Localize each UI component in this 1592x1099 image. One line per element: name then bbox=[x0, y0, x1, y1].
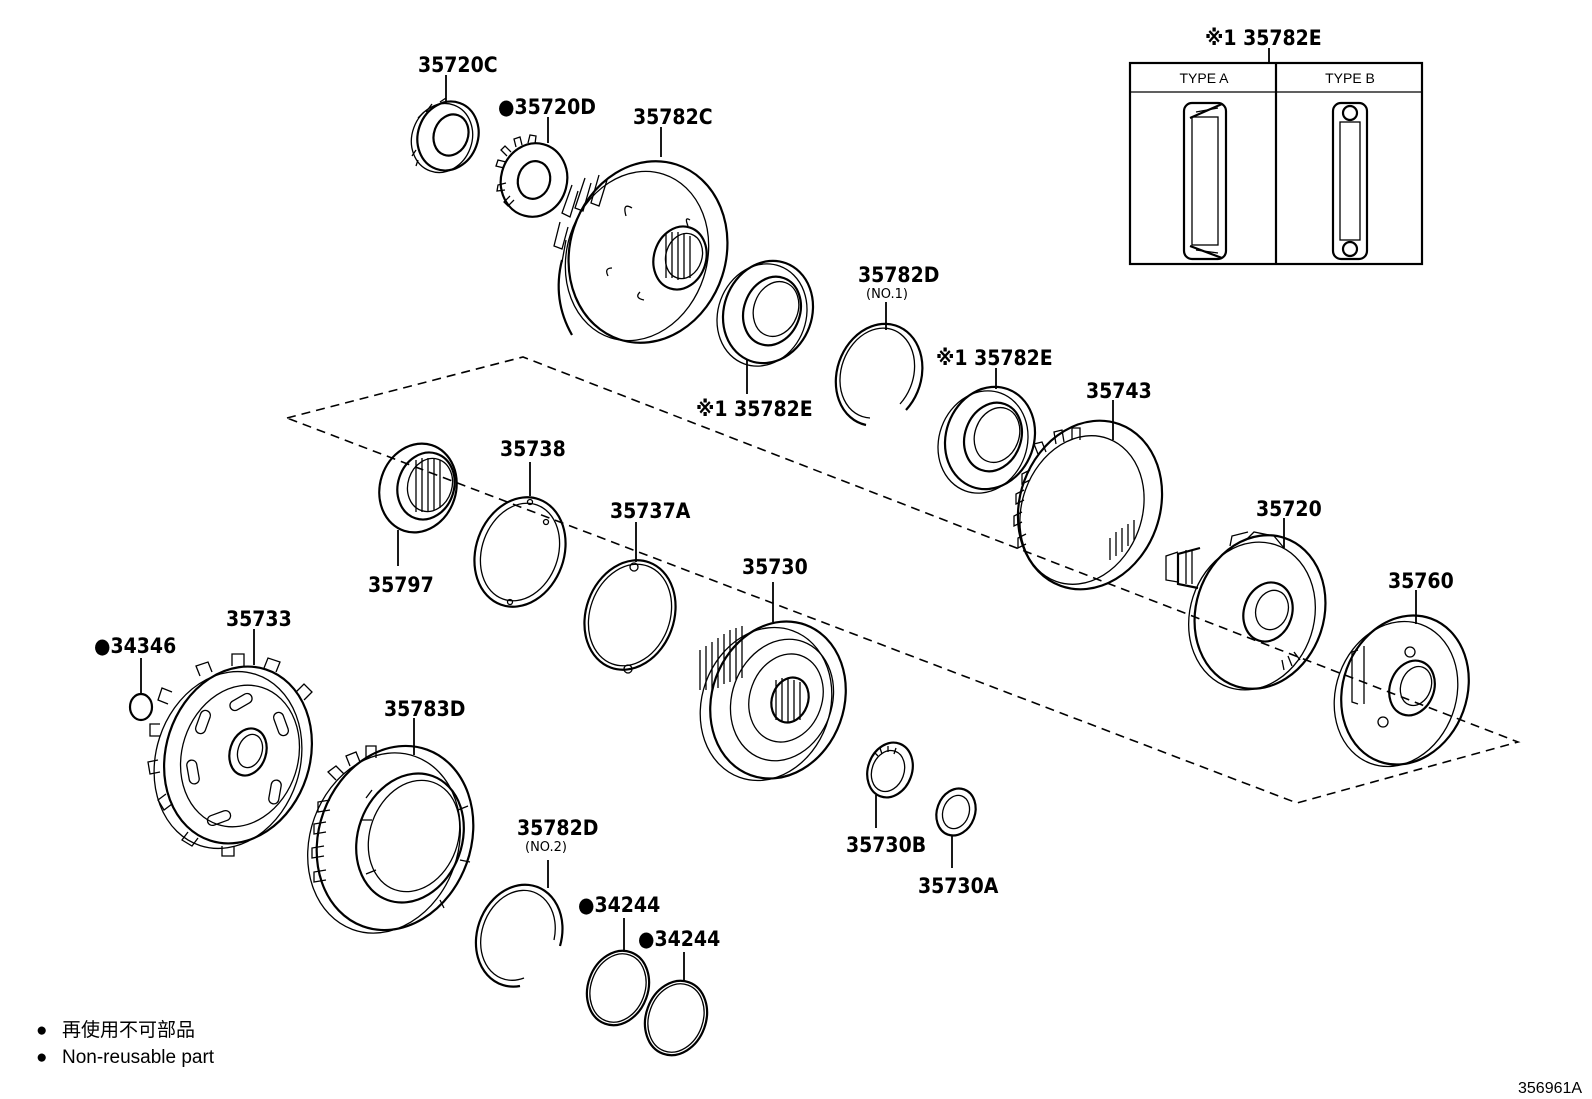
label-35782D-no1: 35782D bbox=[858, 263, 939, 287]
legend-bullet-jp: ● bbox=[36, 1020, 47, 1041]
part-35730A: 35730A bbox=[918, 787, 999, 898]
label-35782E-right: ※1 35782E bbox=[936, 346, 1053, 370]
part-35782E-left: ※1 35782E bbox=[696, 259, 815, 421]
part-34244-b: ●34244 bbox=[638, 927, 720, 1057]
diagram-id: 356961A bbox=[1518, 1080, 1582, 1097]
part-35782D-no1: 35782D (NO.1) bbox=[834, 263, 939, 427]
label-35730A: 35730A bbox=[918, 874, 999, 898]
label-34244-a: ●34244 bbox=[578, 893, 660, 917]
part-35782C: 35782C bbox=[553, 105, 729, 344]
part-35782E-right: ※1 35782E bbox=[936, 346, 1053, 494]
part-35743: 35743 bbox=[1013, 379, 1164, 591]
type-a-bearing bbox=[1182, 101, 1228, 261]
part-34244-a: ●34244 bbox=[578, 893, 660, 1027]
part-35720: 35720 bbox=[1165, 497, 1327, 691]
label-34346: ●34346 bbox=[94, 634, 176, 658]
part-34346: ●34346 bbox=[94, 634, 176, 722]
part-35737A: 35737A bbox=[583, 499, 691, 674]
label-35782D-no1-sub: (NO.1) bbox=[866, 287, 908, 302]
type-a-label: TYPE A bbox=[1179, 70, 1229, 86]
type-b-bearing bbox=[1331, 101, 1369, 261]
type-inset: ※1 35782E TYPE A TYPE B bbox=[1128, 26, 1424, 266]
part-35797: 35797 bbox=[368, 442, 458, 597]
part-35738: 35738 bbox=[473, 437, 567, 608]
inset-label: ※1 35782E bbox=[1205, 26, 1322, 50]
part-35720D: ●35720D bbox=[495, 95, 596, 218]
part-35782D-no2: 35782D (NO.2) bbox=[474, 816, 598, 988]
label-35720: 35720 bbox=[1256, 497, 1322, 521]
label-35783D: 35783D bbox=[384, 697, 465, 721]
part-35760: 35760 bbox=[1333, 569, 1470, 768]
label-35782D-no2-sub: (NO.2) bbox=[525, 840, 567, 855]
label-35782C: 35782C bbox=[633, 105, 713, 129]
legend-jp: 再使用不可部品 bbox=[62, 1019, 195, 1041]
subassembly-boundary bbox=[284, 356, 1521, 804]
label-35760: 35760 bbox=[1388, 569, 1454, 593]
part-35783D: 35783D bbox=[307, 697, 475, 934]
part-35730: 35730 bbox=[699, 555, 847, 782]
part-35730B: 35730B bbox=[846, 741, 926, 857]
legend-bullet-en: ● bbox=[36, 1047, 47, 1068]
label-35730: 35730 bbox=[742, 555, 808, 579]
legend: ● 再使用不可部品 ● Non-reusable part bbox=[36, 1019, 215, 1068]
label-35730B: 35730B bbox=[846, 833, 926, 857]
label-35737A: 35737A bbox=[610, 499, 691, 523]
label-35782D-no2: 35782D bbox=[517, 816, 598, 840]
label-35733: 35733 bbox=[226, 607, 292, 631]
label-35743: 35743 bbox=[1086, 379, 1152, 403]
part-35733: 35733 bbox=[147, 607, 314, 857]
label-34244-b: ●34244 bbox=[638, 927, 720, 951]
label-35782E-left: ※1 35782E bbox=[696, 397, 813, 421]
label-35720C: 35720C bbox=[418, 53, 498, 77]
part-35720C: 35720C bbox=[410, 53, 498, 174]
label-35720D: ●35720D bbox=[498, 95, 596, 119]
label-35738: 35738 bbox=[500, 437, 566, 461]
type-b-label: TYPE B bbox=[1325, 70, 1375, 86]
legend-en: Non-reusable part bbox=[62, 1047, 215, 1068]
label-35797: 35797 bbox=[368, 573, 434, 597]
